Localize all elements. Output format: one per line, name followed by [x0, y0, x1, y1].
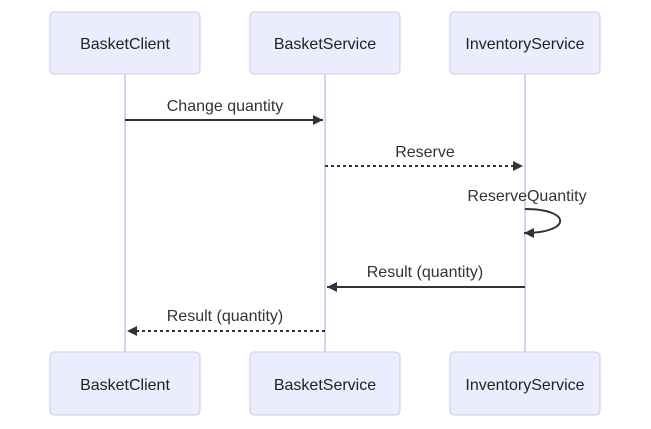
- actor-label-basket-client-top: BasketClient: [80, 36, 170, 53]
- actor-label-basket-client-bottom: BasketClient: [80, 377, 170, 394]
- message-label-reserve: Reserve: [395, 144, 455, 161]
- actor-label-inventory-service-bottom: InventoryService: [465, 377, 584, 394]
- actor-box-inventory-service-bottom: [449, 351, 601, 416]
- actor-label-basket-service-bottom: BasketService: [274, 377, 376, 394]
- message-label-change-quantity: Change quantity: [167, 98, 284, 115]
- message-reserve-quantity-self: ReserveQuantity: [467, 188, 587, 238]
- message-selfloop-reserve-quantity: [523, 208, 561, 238]
- actor-top-basket-client: BasketClient: [49, 11, 201, 75]
- actor-bottom-basket-client: BasketClient: [49, 351, 201, 416]
- actor-box-inventory-service-top: [449, 11, 601, 75]
- actor-bottom-inventory-service: InventoryService: [449, 351, 601, 416]
- actor-bottom-basket-service: BasketService: [249, 351, 401, 416]
- actor-top-inventory-service: InventoryService: [449, 11, 601, 75]
- message-label-reserve-quantity: ReserveQuantity: [467, 188, 586, 205]
- actor-label-basket-service-top: BasketService: [274, 36, 376, 53]
- message-change-quantity: Change quantity: [125, 98, 323, 125]
- message-label-result-quantity-dashed: Result (quantity): [167, 308, 284, 325]
- actor-top-basket-service: BasketService: [249, 11, 401, 75]
- actor-box-basket-service-top: [249, 11, 401, 75]
- message-result-quantity-solid: Result (quantity): [327, 264, 525, 292]
- actor-box-basket-client-bottom: [49, 351, 201, 416]
- message-reserve: Reserve: [325, 144, 523, 171]
- actor-box-basket-client-top: [49, 11, 201, 75]
- message-label-result-quantity-solid: Result (quantity): [367, 264, 484, 281]
- actor-label-inventory-service-top: InventoryService: [465, 36, 584, 53]
- actor-box-basket-service-bottom: [249, 351, 401, 416]
- message-result-quantity-dashed: Result (quantity): [127, 308, 325, 336]
